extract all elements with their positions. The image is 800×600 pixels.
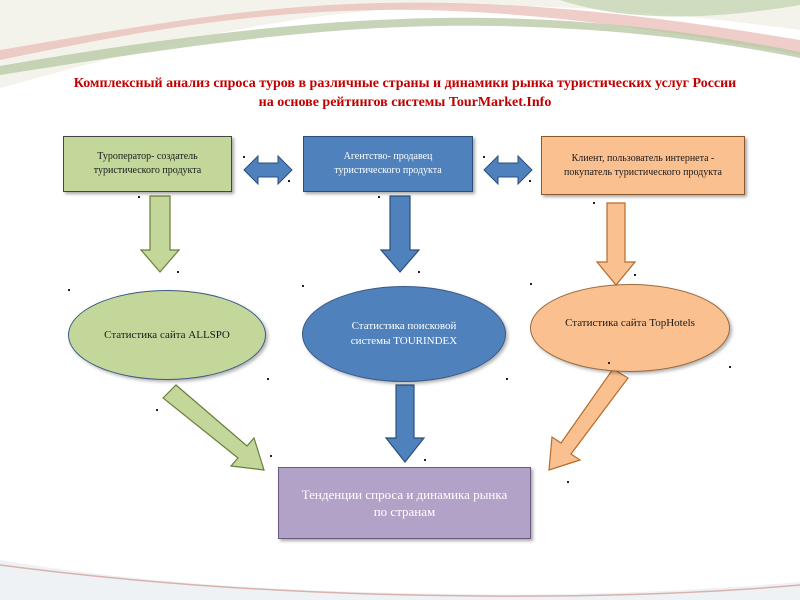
- box-result-text: Тенденции спроса и динамика рынка по стр…: [301, 487, 508, 519]
- box-agency-text: Агентство- продавец туристического проду…: [334, 151, 442, 176]
- decor-dot: [608, 362, 610, 364]
- decor-dot: [302, 285, 304, 287]
- arrow-down-green: [139, 195, 181, 273]
- decor-dot: [156, 409, 158, 411]
- page-title: Комплексный анализ спроса туров в различ…: [20, 74, 790, 112]
- decor-dot: [424, 459, 426, 461]
- decor-dot: [506, 378, 508, 380]
- box-agency: Агентство- продавец туристического проду…: [303, 136, 473, 192]
- decor-dot: [483, 156, 485, 158]
- decor-dot: [267, 378, 269, 380]
- ellipse-allspo-line2: сайта ALLSPO: [159, 328, 230, 341]
- double-arrow-agency-client: [483, 154, 533, 186]
- decor-dot: [530, 283, 532, 285]
- decor-dot: [529, 180, 531, 182]
- decor-dot: [634, 274, 636, 276]
- ellipse-tourindex: Статистика поисковой системы TOURINDEX: [302, 286, 506, 382]
- decor-dot: [177, 271, 179, 273]
- decor-dot: [378, 196, 380, 198]
- decor-dot: [243, 156, 245, 158]
- arrow-down-orange: [595, 202, 637, 286]
- ellipse-allspo: Статистика сайта ALLSPO: [68, 290, 266, 380]
- arrow-down-blue-2: [384, 384, 426, 463]
- decor-dot: [593, 202, 595, 204]
- decor-dot: [68, 289, 70, 291]
- decor-dot: [418, 271, 420, 273]
- ellipse-tophotels-line1: Статистика сайта: [565, 316, 647, 329]
- ellipse-tourindex-text: Статистика поисковой системы TOURINDEX: [350, 320, 458, 347]
- box-client-text: Клиент, пользователь интернета - покупат…: [564, 152, 722, 178]
- arrow-down-blue: [379, 195, 421, 273]
- double-arrow-operator-agency: [243, 154, 293, 186]
- title-line-1: Комплексный анализ спроса туров в различ…: [73, 76, 737, 91]
- box-tour-operator: Туроператор- создатель туристического пр…: [63, 136, 232, 192]
- decor-dot: [270, 455, 272, 457]
- arrow-diagonal-green: [162, 384, 265, 471]
- ellipse-allspo-line1: Статистика: [104, 328, 158, 341]
- ellipse-tophotels-line2: TopHotels: [649, 316, 695, 329]
- decor-dot: [567, 481, 569, 483]
- box-tour-operator-text: Туроператор- создатель туристического пр…: [93, 151, 202, 176]
- ellipse-tophotels: Статистика сайта TopHotels: [530, 284, 730, 372]
- decor-dot: [138, 196, 140, 198]
- box-client: Клиент, пользователь интернета - покупат…: [541, 136, 745, 195]
- box-result: Тенденции спроса и динамика рынка по стр…: [278, 467, 531, 539]
- decor-dot: [729, 366, 731, 368]
- title-line-2: на основе рейтингов системы TourMarket.I…: [258, 95, 552, 110]
- decor-dot: [288, 180, 290, 182]
- arrow-diagonal-orange: [548, 368, 629, 471]
